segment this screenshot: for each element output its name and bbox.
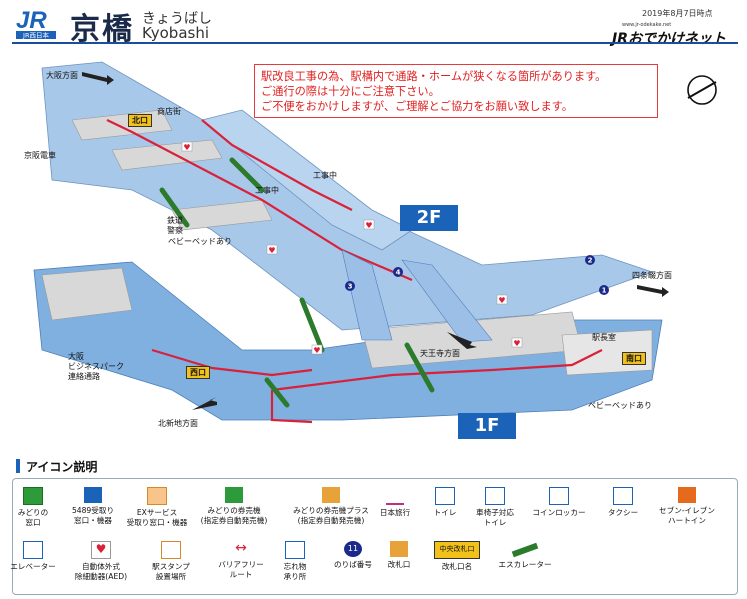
- nippon-travel-icon: [386, 487, 404, 505]
- label-baby-bed: ベビーベッドあり: [168, 237, 232, 246]
- station-name-roman: Kyobashi: [142, 24, 210, 42]
- label-station-office: 駅長室: [592, 333, 616, 342]
- svg-text:♥: ♥: [183, 143, 190, 152]
- svg-text:3: 3: [348, 283, 353, 291]
- label-construction: 工事中: [255, 186, 279, 195]
- legend-item: エレベーター: [0, 541, 69, 572]
- green-ticket-plus-icon: [322, 487, 340, 503]
- label-construction: 工事中: [313, 171, 337, 180]
- svg-text:♥: ♥: [313, 346, 320, 355]
- legend-item: ↔ バリアフリー ルート: [218, 540, 264, 579]
- notice-line: ご不便をおかけしますが、ご理解とご協力をお願い致します。: [261, 100, 573, 113]
- station-name-kanji: 京橋: [70, 12, 134, 47]
- gate-name-icon: 中央改札口: [434, 541, 480, 559]
- floor-badge-2f: 2F: [400, 205, 458, 231]
- svg-text:JR: JR: [16, 7, 47, 34]
- as-of-date: 2019年8月7日時点: [642, 9, 713, 18]
- barrier-free-route-icon: ↔: [235, 540, 247, 556]
- legend-item: 11 のりば番号: [317, 541, 389, 570]
- svg-text:♥: ♥: [513, 339, 520, 348]
- jr-west-logo: JR JR西日本: [14, 6, 58, 40]
- legend-item: 駅スタンプ 設置場所: [135, 541, 207, 582]
- escalator-group: [159, 157, 435, 408]
- exit-south[interactable]: 南口: [622, 352, 646, 365]
- label-railway-police: 鉄道 警察: [167, 216, 183, 235]
- label-keihan: 京阪電車: [24, 151, 56, 160]
- barrier-free-route: [106, 119, 603, 424]
- coin-locker-icon: [549, 487, 569, 505]
- svg-text:♥: ♥: [365, 221, 372, 230]
- ticket-gate-icon: [390, 541, 408, 557]
- svg-text:♥: ♥: [498, 296, 505, 305]
- green-ticket-machine-icon: [225, 487, 243, 503]
- legend-item: タクシー: [587, 487, 659, 518]
- wheelchair-toilet-icon: [485, 487, 505, 505]
- exit-west[interactable]: 西口: [186, 366, 210, 379]
- aed-markers: ♥ ♥ ♥ ♥ ♥ ♥: [181, 141, 523, 355]
- legend-item: みどりの券売機 (指定券自動発売機): [189, 487, 279, 526]
- legend-item: 日本旅行: [359, 487, 431, 518]
- legend-item: 忘れ物 承り所: [259, 541, 331, 582]
- legend-item: 中央改札口 改札口名: [421, 541, 493, 572]
- platform-number-icon: 11: [344, 541, 362, 557]
- legend-item: トイレ: [409, 487, 481, 518]
- svg-text:2: 2: [588, 257, 593, 265]
- direction-arrows: [82, 72, 669, 410]
- construction-notice: 駅改良工事の為、駅構内で通路・ホームが狭くなる箇所があります。 ご通行の際は十分…: [254, 64, 658, 118]
- svg-text:4: 4: [396, 269, 401, 277]
- legend-item: エスカレーター: [489, 541, 561, 570]
- legend-item: EXサービス 受取り窓口・機器: [121, 487, 193, 528]
- legend-item: みどりの券売機プラス (指定券自動発売機): [283, 487, 379, 526]
- notice-line: 駅改良工事の為、駅構内で通路・ホームが狭くなる箇所があります。: [261, 70, 607, 83]
- svg-text:JR西日本: JR西日本: [22, 31, 49, 40]
- floor-1f: [33, 261, 663, 421]
- aed-icon: ♥: [91, 541, 111, 559]
- elevator-icon: [23, 541, 43, 559]
- legend-item: ♥ 自動体外式 除細動器(AED): [74, 541, 128, 581]
- notice-line: ご通行の際は十分にご注意下さい。: [261, 85, 440, 98]
- label-baby-bed: ベビーベッドあり: [588, 401, 652, 410]
- exit-north[interactable]: 北口: [128, 114, 152, 127]
- legend-item: セブン-イレブン ハートイン: [651, 487, 723, 526]
- toilet-icon: [435, 487, 455, 505]
- svg-text:1: 1: [602, 287, 607, 295]
- midori-window-icon: [23, 487, 43, 505]
- label-tennoji-direction: 天王寺方面: [420, 349, 460, 358]
- site-url[interactable]: www.jr-odekake.net: [622, 22, 672, 28]
- label-shotengai: 商店街: [157, 107, 181, 116]
- platform-numbers: 1 2 3 4: [345, 255, 609, 295]
- platform-connectors: [341, 249, 493, 343]
- legend-item: 車椅子対応 トイレ: [459, 487, 531, 528]
- seven-eleven-icon: [678, 487, 696, 503]
- compass-icon: [687, 75, 717, 105]
- label-osaka-direction: 大阪方面: [46, 71, 78, 80]
- label-obp-passage: 大阪 ビジネスパーク 連絡通路: [68, 352, 124, 381]
- legend-item: みどりの 窓口: [0, 487, 69, 528]
- legend-bar: [16, 459, 20, 473]
- lost-found-icon: [285, 541, 305, 559]
- legend-item: 5489受取り 窓口・機器: [57, 487, 129, 526]
- ex-service-icon: [147, 487, 167, 505]
- label-shijonawate-direction: 四条畷方面: [632, 271, 672, 280]
- station-name-kana: きょうばし: [142, 11, 212, 27]
- escalator-icon: [511, 542, 539, 558]
- label-kitashinchi-direction: 北新地方面: [158, 419, 198, 428]
- taxi-icon: [613, 487, 633, 505]
- legend-box: みどりの 窓口 5489受取り 窓口・機器 EXサービス 受取り窓口・機器 みど…: [10, 478, 738, 595]
- header-divider: [12, 42, 738, 44]
- ticket-machine-icon: [84, 487, 102, 503]
- jr-odekake-brand[interactable]: JRおでかけネット: [612, 31, 726, 47]
- legend-item: コインロッカー: [523, 487, 595, 518]
- legend-item: 改札口: [363, 541, 435, 570]
- station-stamp-icon: [161, 541, 181, 559]
- floor-badge-1f: 1F: [458, 413, 516, 439]
- legend-title: アイコン説明: [26, 460, 98, 474]
- svg-text:♥: ♥: [268, 246, 275, 255]
